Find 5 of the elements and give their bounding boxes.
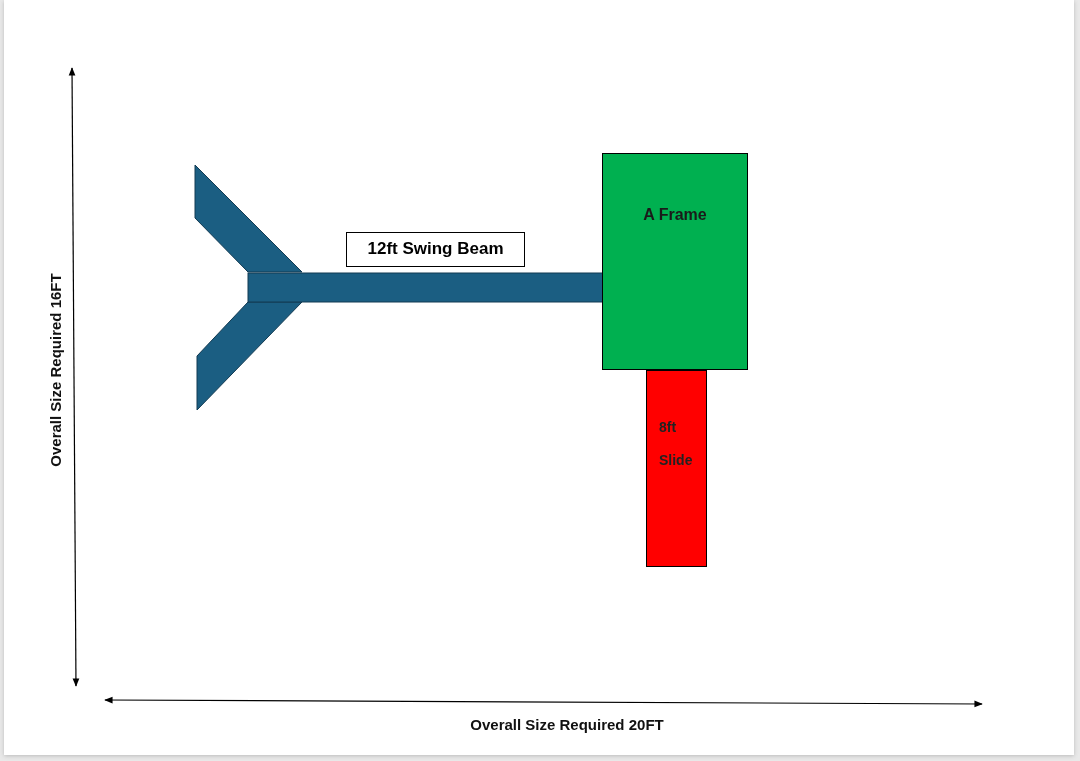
a-frame-box: A Frame <box>602 153 748 370</box>
dimension-label: Overall Size Required 16FT <box>46 273 64 467</box>
slide-box: 8ft Slide <box>646 370 707 567</box>
dimension-label: Overall Size Required 20FT <box>470 715 664 733</box>
label-box: 12ft Swing Beam <box>346 232 525 267</box>
